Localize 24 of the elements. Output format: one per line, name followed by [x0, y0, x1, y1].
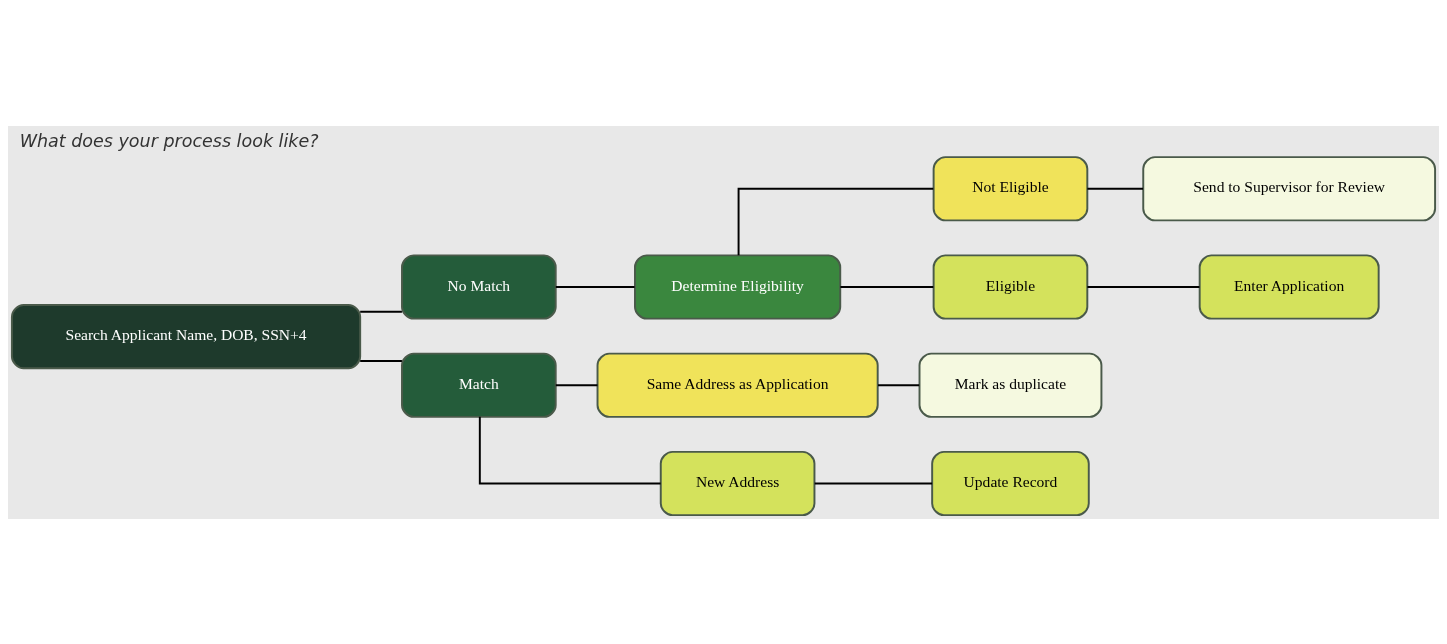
connector — [359, 359, 403, 362]
connector — [359, 310, 403, 313]
node-box: No Match — [401, 253, 557, 320]
node-box: Enter Application — [1198, 253, 1380, 320]
node-box: Mark as duplicate — [918, 352, 1103, 418]
connector — [1086, 285, 1201, 288]
connector — [839, 285, 935, 288]
connector — [877, 383, 921, 386]
node-box: Update Record — [931, 450, 1090, 516]
connector — [813, 482, 934, 484]
connector — [554, 383, 599, 386]
node-box: Search Applicant Name, DOB, SSN+4 — [10, 303, 362, 369]
node-box: Match — [401, 352, 557, 418]
connector — [1086, 187, 1144, 190]
node-box: Determine Eligibility — [634, 253, 842, 320]
connector — [478, 415, 662, 484]
node-box: Send to Supervisor for Review — [1142, 155, 1437, 221]
diagram-title: What does your process look like? — [19, 130, 319, 151]
node-box: Not Eligible — [932, 155, 1089, 221]
node-box: New Address — [659, 450, 816, 516]
connector — [554, 285, 636, 288]
connector — [737, 187, 935, 256]
node-box: Same Address as Application — [596, 352, 879, 418]
node-box: Eligible — [932, 253, 1089, 320]
